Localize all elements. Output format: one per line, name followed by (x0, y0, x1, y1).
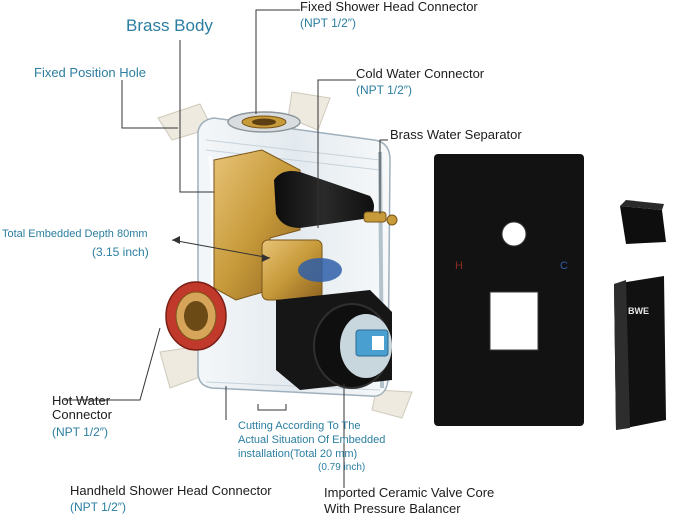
hot-marker: H (455, 260, 463, 272)
label-valve-core-line1: Imported Ceramic Valve Core (324, 485, 495, 500)
label-total-depth-inch: (3.15 inch) (92, 245, 149, 259)
label-cutting-line2: Actual Situation Of Embedded (238, 434, 386, 446)
label-brass-body: Brass Body (126, 16, 213, 35)
label-handheld-connector: Handheld Shower Head Connector (70, 483, 272, 498)
label-handheld-npt: (NPT 1/2″) (70, 500, 127, 514)
label-fixed-position-hole: Fixed Position Hole (34, 65, 146, 80)
brand-logo: BWE (628, 306, 649, 316)
lever-handle (614, 276, 666, 430)
label-fixed-shower-npt: (NPT 1/2″) (300, 16, 357, 30)
cold-water-ring (298, 258, 342, 282)
cold-water-stem (274, 171, 398, 228)
cold-marker: C (560, 260, 568, 272)
label-total-depth: Total Embedded Depth 80mm (2, 228, 148, 240)
label-hot-water-line2: Connector (52, 407, 112, 422)
label-brass-water-separator: Brass Water Separator (390, 127, 522, 142)
wall-cover-plate (434, 154, 584, 426)
label-valve-core-line2: With Pressure Balancer (324, 501, 461, 516)
leader-lines (64, 9, 388, 488)
label-hot-water-line1: Hot Water (52, 393, 111, 408)
label-cold-water-npt: (NPT 1/2″) (356, 83, 413, 97)
handle-knob-cap (620, 200, 666, 244)
hot-water-connector (165, 281, 227, 351)
label-fixed-shower-head-connector: Fixed Shower Head Connector (300, 0, 478, 14)
label-cutting-inch: (0.79 inch) (318, 462, 366, 473)
label-hot-water-npt: (NPT 1/2″) (52, 425, 109, 439)
label-cold-water-connector: Cold Water Connector (356, 66, 485, 81)
label-cutting-line3: installation(Total 20 mm) (238, 448, 358, 460)
label-cutting-line1: Cutting According To The (238, 420, 361, 432)
dimension-arrows (172, 236, 270, 262)
fixed-shower-head-connector (227, 111, 301, 133)
ceramic-valve-core (276, 290, 392, 390)
